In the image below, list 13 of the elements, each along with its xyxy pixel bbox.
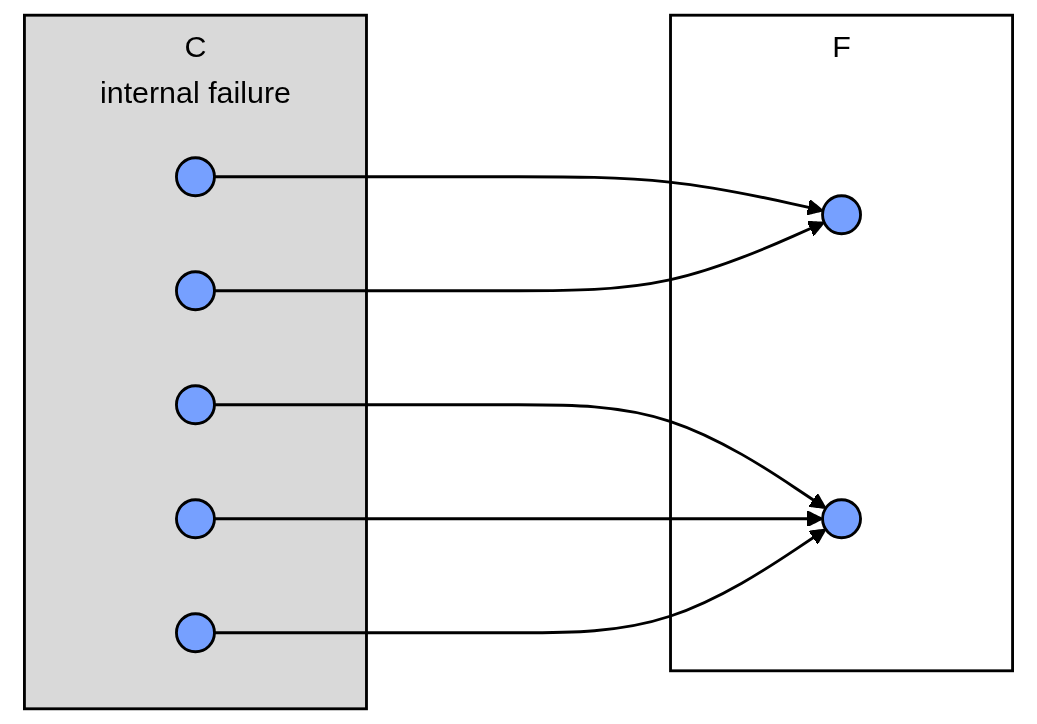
node-circle — [175, 612, 216, 654]
arrow — [214, 403, 827, 509]
node-circle — [821, 194, 862, 236]
node-circle — [175, 270, 216, 312]
arrow — [214, 528, 827, 635]
node-circle — [175, 384, 216, 426]
node-circle — [175, 498, 216, 540]
cluster: F — [669, 13, 1014, 673]
node-circle — [175, 156, 216, 198]
cluster: C internal failure — [23, 13, 368, 711]
arrow — [214, 175, 824, 216]
arrow — [214, 220, 825, 293]
node-circle — [821, 498, 862, 540]
